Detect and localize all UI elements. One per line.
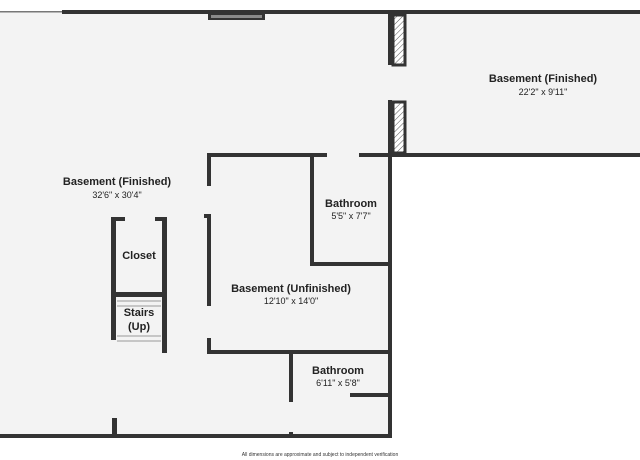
wall-bath-lower-stub (350, 393, 390, 397)
column-upper (391, 13, 407, 67)
wall-closet-left-bottom (112, 418, 117, 436)
wall-bath-upper-left (310, 157, 314, 265)
room-name-basement-unfinished: Basement (Unfinished) (231, 283, 351, 295)
wall-right-bottom (390, 153, 640, 157)
room-dims-basement-finished-main: 32'6" x 30'4" (92, 190, 141, 200)
room-dims-bathroom-lower: 6'11" x 5'8" (316, 378, 360, 388)
disclaimer-text: All dimensions are approximate and subje… (242, 452, 399, 458)
room-name-bathroom-upper: Bathroom (325, 198, 377, 210)
wall-top-left (0, 11, 62, 13)
wall-bath-upper-bottom (310, 262, 392, 266)
wall-closet-bottom (111, 292, 167, 297)
floor-main (0, 12, 392, 438)
room-dims-basement-unfinished: 12'10" x 14'0" (264, 296, 318, 306)
walls (0, 10, 640, 438)
stairs-treads (117, 300, 161, 342)
room-dims-basement-finished-right: 22'2" x 9'11" (519, 87, 568, 97)
wall-bath-lower-left-top (289, 352, 293, 402)
room-name-basement-finished-right: Basement (Finished) (489, 73, 598, 85)
column-lower (391, 100, 407, 155)
floor-areas (0, 12, 640, 438)
room-name-bathroom-lower: Bathroom (312, 365, 364, 377)
wall-right-main (388, 155, 392, 438)
wall-unfinished-bottom (207, 350, 392, 354)
wall-unfinished-left-mid2 (207, 214, 211, 306)
wall-unfinished-top-right (359, 153, 392, 157)
wall-partition-lower (388, 100, 392, 155)
room-name-basement-finished-main: Basement (Finished) (63, 176, 172, 188)
wall-top-vent-inner (211, 15, 262, 18)
floor-right (390, 12, 640, 155)
wall-closet-top-right (155, 217, 167, 221)
room-name-closet: Closet (122, 250, 156, 262)
wall-top (62, 10, 640, 14)
wall-unfinished-left-top (207, 153, 211, 186)
wall-closet-right (162, 217, 167, 353)
room-name-stairs-direction: (Up) (128, 321, 150, 333)
wall-closet-top-left (111, 217, 125, 221)
wall-partition-upper (388, 14, 392, 65)
hatched-columns (391, 13, 407, 155)
wall-bottom (0, 434, 392, 438)
wall-closet-left (111, 217, 116, 340)
wall-unfinished-top-left (207, 153, 327, 157)
wall-unfinished-left-bottom (207, 338, 211, 353)
room-labels: Basement (Finished) 32'6" x 30'4" Baseme… (63, 73, 598, 458)
room-dims-bathroom-upper: 5'5" x 7'7" (331, 211, 370, 221)
room-name-stairs: Stairs (124, 307, 155, 319)
